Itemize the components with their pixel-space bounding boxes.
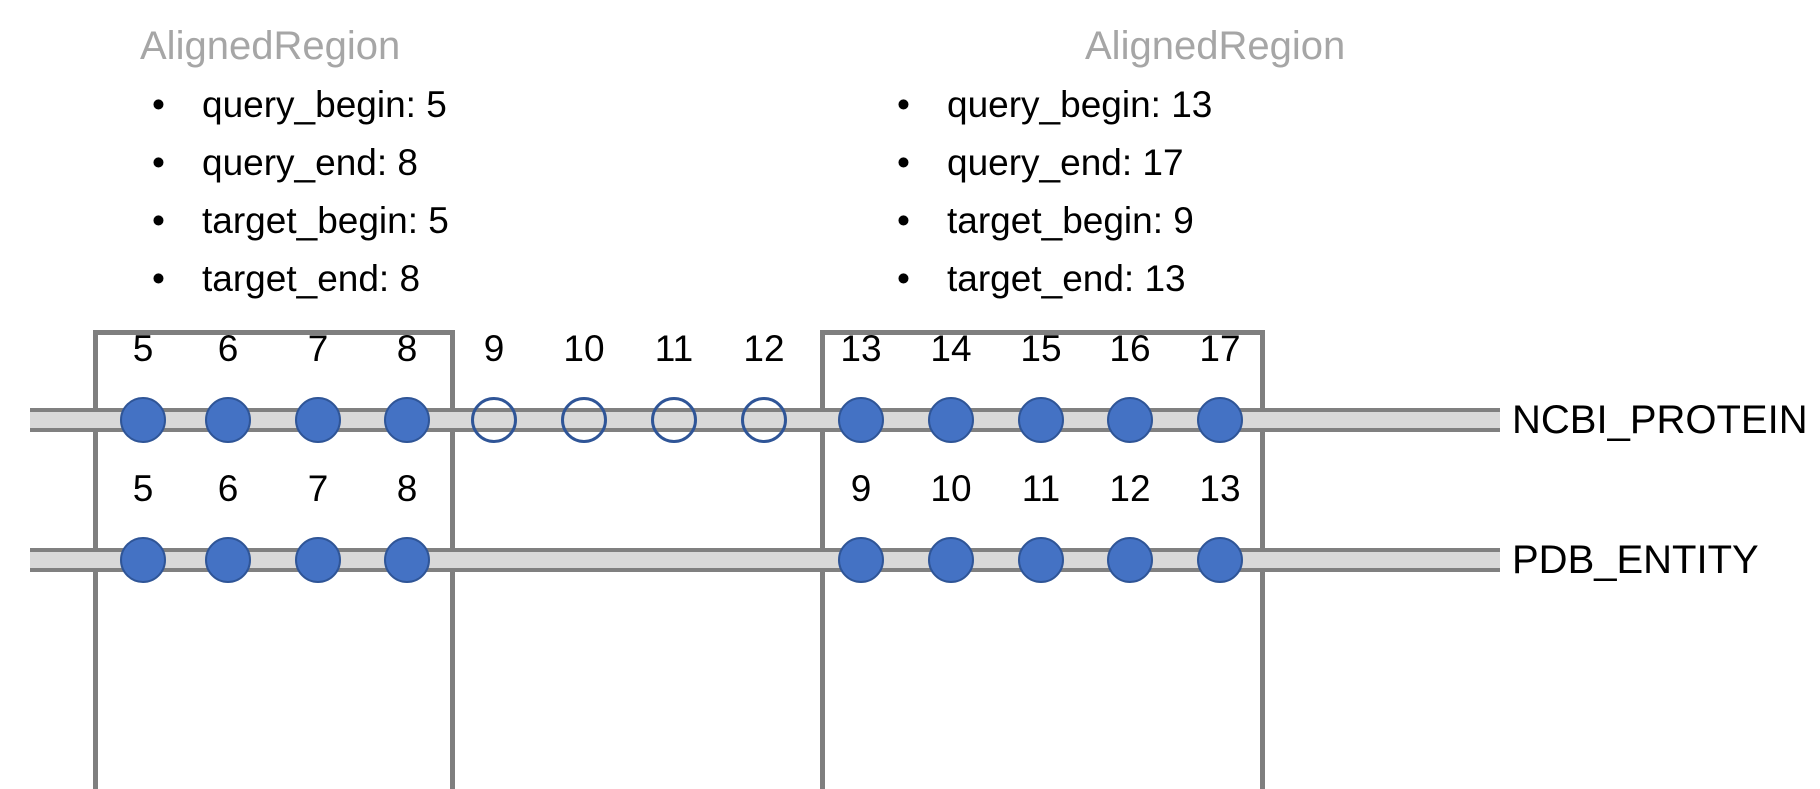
residue-marker xyxy=(1107,537,1153,583)
bullet-icon: • xyxy=(152,258,165,299)
residue-marker xyxy=(205,537,251,583)
index-label: 5 xyxy=(132,468,154,509)
field-query-begin-2: • query_begin: 13 xyxy=(885,76,1345,134)
field-value: query_end: 8 xyxy=(202,142,419,183)
bullet-icon: • xyxy=(897,142,910,183)
residue-marker xyxy=(384,397,430,443)
aligned-region-annotation-2: AlignedRegion • query_begin: 13 • query_… xyxy=(885,22,1345,308)
field-value: target_begin: 9 xyxy=(947,200,1194,241)
residue-marker xyxy=(205,397,251,443)
index-label: 16 xyxy=(1109,328,1151,369)
residue-marker xyxy=(295,397,341,443)
bullet-icon: • xyxy=(897,258,910,299)
field-value: query_begin: 5 xyxy=(202,84,447,125)
aligned-region-fields-1: • query_begin: 5 • query_end: 8 • target… xyxy=(140,76,449,308)
residue-marker xyxy=(295,537,341,583)
index-label: 7 xyxy=(307,468,329,509)
index-label: 10 xyxy=(930,468,972,509)
residue-marker xyxy=(1107,397,1153,443)
aligned-region-annotation-1: AlignedRegion • query_begin: 5 • query_e… xyxy=(140,22,449,308)
residue-marker xyxy=(384,537,430,583)
index-label: 14 xyxy=(930,328,972,369)
index-label: 11 xyxy=(654,328,694,369)
field-query-begin-1: • query_begin: 5 xyxy=(140,76,449,134)
residue-marker xyxy=(928,537,974,583)
residue-marker xyxy=(1197,537,1243,583)
field-target-end-1: • target_end: 8 xyxy=(140,250,449,308)
index-label: 8 xyxy=(396,468,418,509)
field-query-end-2: • query_end: 17 xyxy=(885,134,1345,192)
track-label-ncbi-protein: NCBI_PROTEIN xyxy=(1512,398,1808,442)
residue-marker xyxy=(838,397,884,443)
residue-marker xyxy=(120,537,166,583)
bullet-icon: • xyxy=(152,200,165,241)
track-bar-pdb-entity xyxy=(30,548,1500,572)
field-value: query_begin: 13 xyxy=(947,84,1213,125)
residue-marker xyxy=(928,397,974,443)
bullet-icon: • xyxy=(897,84,910,125)
field-target-begin-2: • target_begin: 9 xyxy=(885,192,1345,250)
residue-marker-gap xyxy=(561,397,607,443)
bullet-icon: • xyxy=(152,142,165,183)
index-label: 12 xyxy=(1109,468,1151,509)
residue-marker-gap xyxy=(741,397,787,443)
aligned-region-title-2: AlignedRegion xyxy=(1085,24,1346,68)
residue-marker-gap xyxy=(651,397,697,443)
field-target-begin-1: • target_begin: 5 xyxy=(140,192,449,250)
index-label: 11 xyxy=(1021,468,1061,509)
index-label: 5 xyxy=(132,328,154,369)
index-label: 17 xyxy=(1199,328,1241,369)
field-value: query_end: 17 xyxy=(947,142,1184,183)
index-label: 12 xyxy=(743,328,785,369)
residue-marker xyxy=(1018,537,1064,583)
residue-marker-gap xyxy=(471,397,517,443)
residue-marker xyxy=(838,537,884,583)
field-value: target_end: 13 xyxy=(947,258,1186,299)
track-label-pdb-entity: PDB_ENTITY xyxy=(1512,538,1759,582)
index-label: 9 xyxy=(850,468,872,509)
index-label: 10 xyxy=(563,328,605,369)
index-label: 8 xyxy=(396,328,418,369)
aligned-region-fields-2: • query_begin: 13 • query_end: 17 • targ… xyxy=(885,76,1345,308)
bullet-icon: • xyxy=(897,200,910,241)
index-label: 15 xyxy=(1020,328,1062,369)
aligned-region-title-1: AlignedRegion xyxy=(140,24,401,68)
index-label: 13 xyxy=(840,328,882,369)
field-query-end-1: • query_end: 8 xyxy=(140,134,449,192)
index-label: 6 xyxy=(217,328,239,369)
residue-marker xyxy=(1018,397,1064,443)
field-value: target_begin: 5 xyxy=(202,200,449,241)
index-label: 9 xyxy=(483,328,505,369)
residue-marker xyxy=(120,397,166,443)
index-label: 6 xyxy=(217,468,239,509)
residue-marker xyxy=(1197,397,1243,443)
bullet-icon: • xyxy=(152,84,165,125)
index-label: 13 xyxy=(1199,468,1241,509)
field-value: target_end: 8 xyxy=(202,258,421,299)
index-label: 7 xyxy=(307,328,329,369)
field-target-end-2: • target_end: 13 xyxy=(885,250,1345,308)
